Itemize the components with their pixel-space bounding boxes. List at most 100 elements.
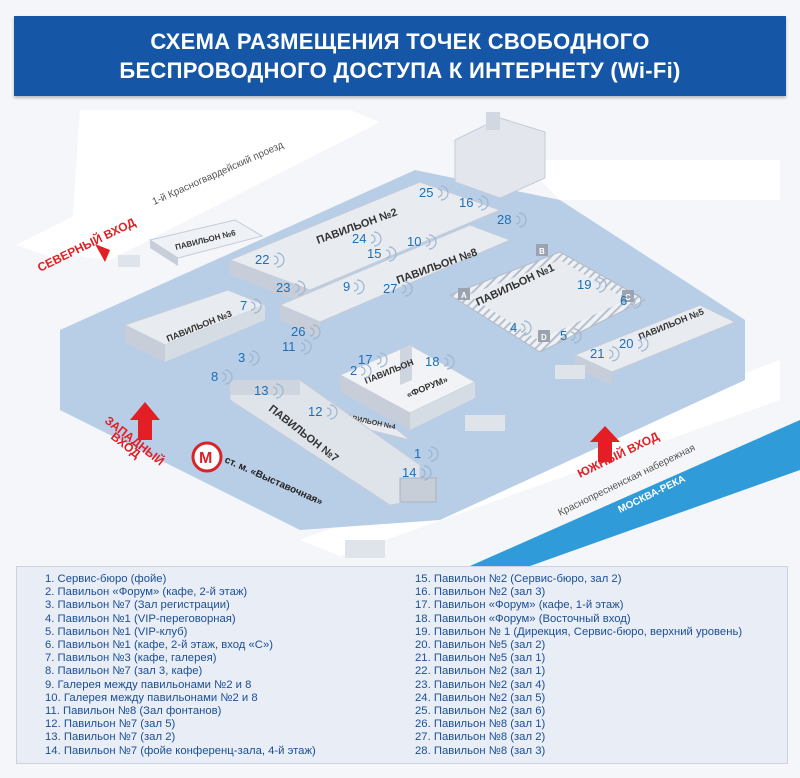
legend-item-27: 27. Павильон №8 (зал 2) — [415, 731, 546, 744]
wifi-icon — [570, 328, 582, 344]
pavilion-6-side — [150, 240, 178, 266]
wifi-point-9[interactable]: 9 — [343, 279, 365, 295]
wifi-point-12[interactable]: 12 — [308, 404, 338, 420]
wifi-number-27: 27 — [383, 281, 397, 296]
wifi-icon — [300, 339, 312, 355]
legend-item-3: 3. Павильон №7 (Зал регистрации) — [45, 599, 230, 612]
wifi-point-15[interactable]: 15 — [367, 246, 397, 262]
wifi-icon — [273, 252, 285, 268]
wifi-point-1[interactable]: 1 — [414, 446, 439, 462]
wifi-icon — [294, 280, 306, 296]
wifi-point-19[interactable]: 19 — [577, 277, 607, 293]
pavilion-2-side — [230, 260, 310, 305]
legend-item-21: 21. Павильон №5 (зал 1) — [415, 652, 546, 665]
wifi-point-7[interactable]: 7 — [240, 298, 262, 314]
wifi-point-26[interactable]: 26 — [291, 324, 321, 340]
legend-item-26: 26. Павильон №8 (зал 1) — [415, 718, 546, 731]
legend-item-20: 20. Павильон №5 (зал 2) — [415, 639, 546, 652]
wifi-point-4[interactable]: 4 — [510, 320, 532, 336]
wifi-point-20[interactable]: 20 — [619, 336, 649, 352]
wifi-point-14[interactable]: 14 — [402, 465, 432, 481]
wifi-icon — [425, 234, 437, 250]
wifi-icon — [326, 404, 338, 420]
wifi-point-28[interactable]: 28 — [497, 212, 527, 228]
legend-item-12: 12. Павильон №7 (зал 5) — [45, 718, 176, 731]
wifi-number-6: 6 — [620, 293, 627, 308]
wifi-point-2[interactable]: 2 — [350, 363, 372, 379]
wifi-number-24: 24 — [352, 231, 366, 246]
wifi-number-14: 14 — [402, 465, 416, 480]
title-banner: СХЕМА РАЗМЕЩЕНИЯ ТОЧЕК СВОБОДНОГО БЕСПРО… — [14, 16, 786, 96]
wifi-icon — [630, 293, 642, 309]
wifi-point-18[interactable]: 18 — [425, 354, 455, 370]
wifi-point-3[interactable]: 3 — [238, 350, 260, 366]
wifi-number-3: 3 — [238, 350, 245, 365]
wifi-icon — [370, 231, 382, 247]
pavilion-1-entrance-b — [536, 244, 548, 256]
legend-item-5: 5. Павильон №1 (VIP-клуб) — [45, 625, 188, 638]
wifi-point-22[interactable]: 22 — [255, 252, 285, 268]
wifi-icon — [248, 350, 260, 366]
wifi-point-8[interactable]: 8 — [211, 369, 233, 385]
legend-item-25: 25. Павильон №2 (зал 6) — [415, 705, 546, 718]
wifi-point-23[interactable]: 23 — [276, 280, 306, 296]
block-south-2 — [555, 365, 585, 379]
wifi-number-12: 12 — [308, 404, 322, 419]
wifi-point-21[interactable]: 21 — [590, 346, 620, 362]
pavilion-6 — [148, 219, 264, 259]
legend-item-1: 1. Сервис-бюро (фойе) — [45, 573, 167, 585]
wifi-icon — [360, 363, 372, 379]
legend-item-8: 8. Павильон №7 (зал 3, кафе) — [45, 665, 203, 678]
wifi-point-24[interactable]: 24 — [352, 231, 382, 247]
pavilion-forum-front — [410, 382, 475, 430]
wifi-number-25: 25 — [419, 185, 433, 200]
wifi-point-25[interactable]: 25 — [419, 185, 449, 201]
wifi-icon — [637, 336, 649, 352]
legend-item-14: 14. Павильон №7 (фойе конференц-зала, 4-… — [45, 744, 316, 757]
wifi-point-10[interactable]: 10 — [407, 234, 437, 250]
wifi-icon — [420, 465, 432, 481]
legend-item-6: 6. Павильон №1 (кафе, 2-й этаж, вход «С»… — [45, 639, 273, 652]
letter-a: A — [461, 291, 467, 300]
pavilion-1-entrance-d — [538, 330, 550, 342]
wifi-icon — [353, 279, 365, 295]
wifi-icon — [427, 446, 439, 462]
wifi-point-11[interactable]: 11 — [282, 339, 312, 355]
wifi-number-21: 21 — [590, 346, 604, 361]
wifi-point-17[interactable]: 17 — [358, 352, 388, 368]
wifi-icon — [477, 195, 489, 211]
pavilion-forum-side — [340, 375, 410, 430]
legend-panel: 1. Сервис-бюро (фойе) 2. Павильон «Форум… — [16, 566, 788, 764]
legend-item-24: 24. Павильон №2 (зал 5) — [415, 691, 546, 704]
legend-item-10: 10. Галерея между павильонами №2 и 8 — [45, 691, 258, 704]
road-east — [520, 160, 780, 200]
gate-north-booth — [118, 255, 140, 267]
wifi-icon — [401, 281, 413, 297]
pavilion-3-side — [125, 325, 165, 362]
wifi-number-9: 9 — [343, 279, 350, 294]
wifi-number-20: 20 — [619, 336, 633, 351]
wifi-icon — [515, 212, 527, 228]
river-moskva — [470, 420, 800, 566]
wifi-number-19: 19 — [577, 277, 591, 292]
legend-item-9: 9. Галерея между павильонами №2 и 8 — [45, 678, 252, 691]
road-north-west — [70, 110, 380, 260]
wifi-point-13[interactable]: 13 — [254, 383, 284, 399]
wifi-icon — [443, 354, 455, 370]
legend-column-1: 1. Сервис-бюро (фойе) 2. Павильон «Форум… — [45, 573, 316, 758]
wifi-number-2: 2 — [350, 363, 357, 378]
wifi-number-11: 11 — [282, 339, 296, 354]
wifi-icon — [309, 324, 321, 340]
wifi-icon — [376, 352, 388, 368]
legend-column-2: 15. Павильон №2 (Сервис-бюро, зал 2) 16.… — [415, 573, 742, 758]
wifi-point-16[interactable]: 16 — [459, 195, 489, 211]
pavilion-8-side — [280, 305, 320, 338]
wifi-point-27[interactable]: 27 — [383, 281, 413, 297]
wifi-icon — [520, 320, 532, 336]
venue-map: ПАВИЛЬОН №6 ПАВИЛЬОН №2 ПАВИЛЬОН №8 ПАВИ… — [16, 110, 800, 566]
pavilion-1-entrance-a — [458, 288, 470, 300]
wifi-point-5[interactable]: 5 — [560, 328, 582, 344]
wifi-point-6[interactable]: 6 — [620, 293, 642, 309]
wifi-icon — [608, 346, 620, 362]
conference-hall — [399, 477, 437, 503]
